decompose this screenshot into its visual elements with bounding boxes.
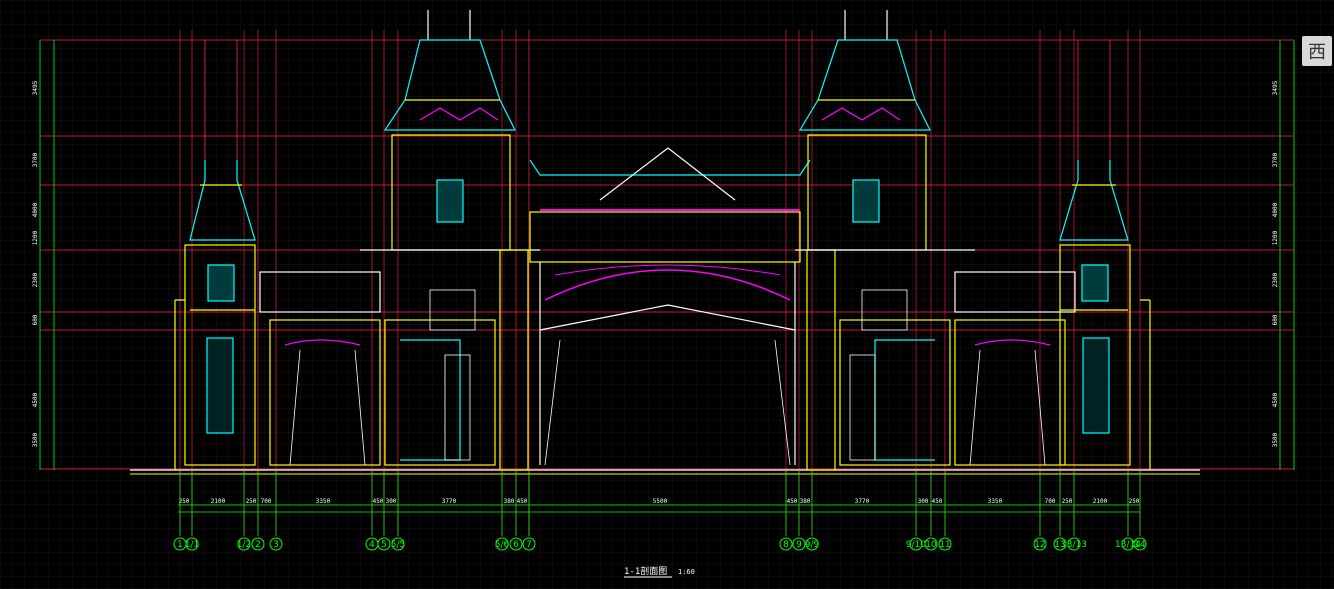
- axis-bubble: [391, 537, 405, 551]
- dimension-chains: [39, 40, 1295, 513]
- axis-label: 1/1: [185, 540, 199, 550]
- drawing-title: 1-1剖面图: [624, 565, 667, 577]
- bottom-dimension: 3350: [316, 498, 331, 505]
- bottom-dimension: 3770: [442, 498, 457, 505]
- left-small-tower: [174, 40, 256, 470]
- axis-label: 3: [273, 540, 279, 550]
- axis-label: 13/13: [1061, 540, 1087, 550]
- bottom-dimension: 380: [504, 498, 515, 505]
- axis-bubble: [509, 537, 523, 551]
- axis-label: 14: [1134, 540, 1146, 550]
- axis-bubble: [269, 537, 283, 551]
- bottom-dimension: 300: [386, 498, 397, 505]
- axis-bubble: [377, 537, 391, 551]
- axis-label: 12: [1034, 540, 1045, 550]
- bottom-dimension: 3350: [988, 498, 1003, 505]
- axis-bubble: [1053, 537, 1067, 551]
- vertical-dimension: 4000: [32, 202, 39, 217]
- axis-label: 9: [796, 540, 802, 550]
- right-small-tower: [1059, 40, 1151, 470]
- axis-bubble: [1033, 537, 1047, 551]
- vertical-dimension: 1200: [32, 230, 39, 245]
- vertical-dimension: 3700: [32, 152, 39, 167]
- vertical-dimension: 1200: [1272, 230, 1279, 245]
- bottom-dimension: 300: [918, 498, 929, 505]
- vertical-dimension: 4000: [1272, 202, 1279, 217]
- axis-label: 9/10: [906, 540, 926, 550]
- axis-bubble: [185, 537, 199, 551]
- axis-bubble: [792, 537, 806, 551]
- left-tall-tower: [360, 10, 540, 251]
- right-dimension-texts: 3495 3700 4000 1200 2300 600 4500 3500: [1272, 80, 1279, 447]
- left-dimension-texts: 3495 3700 4000 1200 2300 600 4500 3500: [32, 80, 39, 447]
- axis-label: 5/5: [391, 540, 405, 550]
- bottom-dimension: 700: [1045, 498, 1056, 505]
- axis-bubble: [779, 537, 793, 551]
- bottom-dimension: 250: [1129, 498, 1140, 505]
- vertical-dimension: 600: [32, 314, 39, 325]
- vertical-dimension: 3495: [32, 80, 39, 95]
- bottom-dimension: 2100: [1093, 498, 1108, 505]
- bottom-dimension: 380: [800, 498, 811, 505]
- axis-label: 1: [177, 540, 183, 550]
- axis-bubble: [495, 537, 509, 551]
- center-hall: [499, 147, 836, 471]
- axis-label: 5: [381, 540, 387, 550]
- axis-bubble: [924, 537, 938, 551]
- axis-label: 13/14: [1115, 540, 1141, 550]
- axis-label: 6: [513, 540, 519, 550]
- bottom-dimension: 450: [787, 498, 798, 505]
- axis-bubble: [1133, 537, 1147, 551]
- bottom-dimension: 250: [179, 498, 190, 505]
- level-lines: [40, 39, 1294, 470]
- axis-bubble: [522, 537, 536, 551]
- vertical-dimension: 4500: [1272, 392, 1279, 407]
- axis-label: 2: [255, 540, 261, 550]
- axis-bubble: [805, 537, 819, 551]
- axis-label: 9/9: [805, 540, 820, 550]
- right-wing: [839, 271, 1076, 466]
- bottom-dimension: 5500: [653, 498, 668, 505]
- axis-bubble: [909, 537, 923, 551]
- left-wing: [259, 271, 496, 466]
- axis-bubble: [1067, 537, 1081, 551]
- axis-bubble: [251, 537, 265, 551]
- bottom-dimension: 3770: [855, 498, 870, 505]
- axis-label: 5/6: [495, 540, 510, 550]
- bottom-dimension: 700: [261, 498, 272, 505]
- right-tall-tower: [795, 10, 975, 251]
- vertical-dimension: 3500: [1272, 432, 1279, 447]
- axis-label: 11: [939, 540, 950, 550]
- bottom-dimension: 450: [932, 498, 943, 505]
- bottom-dimension: 250: [246, 498, 257, 505]
- vertical-dimension: 2300: [32, 272, 39, 287]
- vertical-dimension: 3500: [32, 432, 39, 447]
- bottom-dimension: 2100: [211, 498, 226, 505]
- vertical-dimension: 3700: [1272, 152, 1279, 167]
- vertical-dimension: 3495: [1272, 80, 1279, 95]
- axis-label: 8: [783, 540, 789, 550]
- bottom-dimension: 450: [517, 498, 528, 505]
- view-cube[interactable]: 西: [1302, 36, 1332, 66]
- vertical-dimension: 600: [1272, 314, 1279, 325]
- bottom-dimension: 250: [1062, 498, 1073, 505]
- axis-label: 7: [526, 540, 532, 550]
- axis-label: 4: [369, 540, 375, 550]
- bottom-dimension: 450: [373, 498, 384, 505]
- axis-bubble: [237, 537, 251, 551]
- axis-label: 13: [1054, 540, 1065, 550]
- axis-bubble: [938, 537, 952, 551]
- axis-label: 1/2: [237, 540, 251, 550]
- vertical-dimension: 4500: [32, 392, 39, 407]
- vertical-dimension: 2300: [1272, 272, 1279, 287]
- axis-label: 10: [925, 540, 937, 550]
- drawing-scale: 1:60: [678, 568, 695, 576]
